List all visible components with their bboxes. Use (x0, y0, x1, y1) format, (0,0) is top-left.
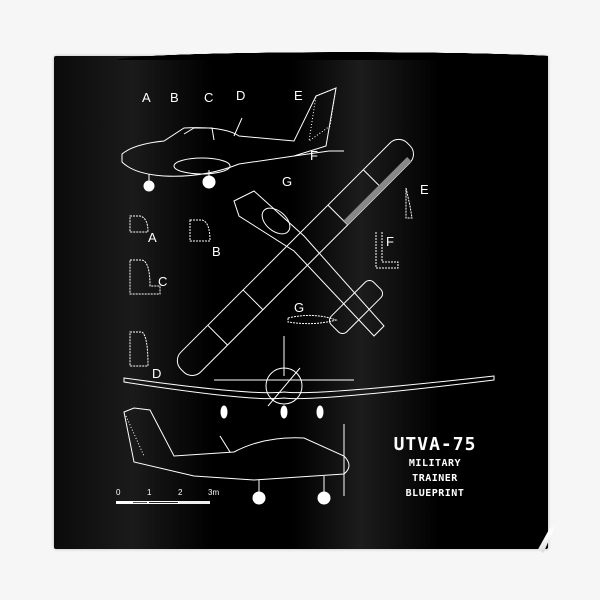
plan-view (176, 138, 414, 376)
poster-subtitle-2: BLUEPRINT (405, 488, 465, 499)
section-label-b: B (212, 244, 221, 259)
label-f: F (310, 148, 318, 163)
label-e: E (294, 88, 303, 103)
label-g: G (282, 174, 292, 189)
poster-subtitle-1: MILITARY TRAINER (408, 458, 462, 484)
side-view-top (121, 87, 344, 192)
label-c: C (204, 90, 213, 105)
front-view (123, 336, 495, 419)
scale-bar: 0 1 2 3m (116, 488, 236, 518)
scale-tick-3m: 3m (208, 488, 220, 497)
label-d: D (236, 88, 245, 103)
section-label-c: C (158, 274, 167, 289)
scale-tick-2: 2 (178, 488, 183, 497)
section-label-f: F (386, 234, 394, 249)
section-label-d: D (152, 366, 161, 381)
side-view-bottom (123, 407, 350, 505)
section-profiles (129, 187, 413, 367)
scale-tick-1: 1 (147, 488, 152, 497)
section-label-a: A (148, 230, 157, 245)
blueprint-drawing: A B C D E F G A (121, 87, 495, 505)
label-a: A (142, 90, 151, 105)
label-b: B (170, 90, 179, 105)
poster: A B C D E F G A (54, 50, 556, 553)
section-label-g: G (294, 300, 304, 315)
section-label-e: E (420, 182, 429, 197)
scale-tick-0: 0 (116, 488, 121, 497)
plan-fuselage (233, 190, 385, 337)
title-block: UTVA-75 MILITARY TRAINER BLUEPRINT (385, 434, 485, 501)
poster-title: UTVA-75 (393, 434, 477, 455)
